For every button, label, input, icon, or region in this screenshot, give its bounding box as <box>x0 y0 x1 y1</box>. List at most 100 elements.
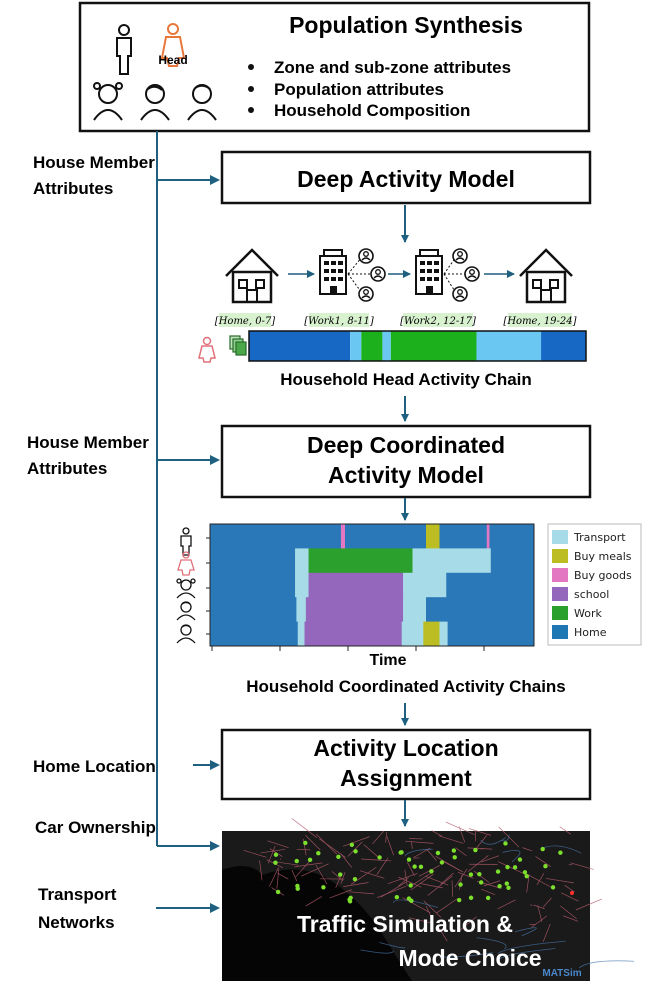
legend-label-buy-goods: Buy goods <box>574 569 632 582</box>
cell-child-2-home-0 <box>210 597 297 622</box>
cell-child-3-home-0 <box>210 621 299 647</box>
legend-swatch-work <box>552 606 568 620</box>
home-house-icon-2 <box>518 248 574 304</box>
deep-coordinated-title-line1: Deep Coordinated <box>307 432 505 458</box>
household-head-icon <box>160 23 186 67</box>
child3-row-icon <box>176 624 196 644</box>
legend-swatch-transport <box>552 530 568 544</box>
legend-swatch-school <box>552 587 568 601</box>
cell-child-1-home-0 <box>210 572 296 598</box>
cell-child-1-school-2 <box>308 572 404 598</box>
stage-label-work2: [Work2, 12-17] <box>400 316 476 327</box>
coordinated-chain-caption: Household Coordinated Activity Chains <box>246 677 566 696</box>
legend-swatch-home <box>552 625 568 639</box>
legend-swatch-buy-goods <box>552 568 568 582</box>
legend-label-work: Work <box>574 607 602 620</box>
transport-networks-line1: Transport <box>38 885 117 904</box>
heatmap-frame <box>209 523 535 647</box>
head-bar-segment-transport-3 <box>382 331 391 361</box>
traffic-title-line1: Traffic Simulation & <box>297 911 513 937</box>
car-ownership-label: Car Ownership <box>35 818 156 837</box>
head-bar-segment-transport-5 <box>476 331 542 361</box>
cell-head-home-5 <box>490 548 535 574</box>
child2-row-icon <box>176 601 196 621</box>
legend-label-school: school <box>574 588 609 601</box>
house-member-attrs-2-line1: House Member <box>27 433 149 452</box>
cell-head-work-2 <box>308 548 326 574</box>
head-bar-segment-home-0 <box>249 331 351 361</box>
cell-child-1-transport-1 <box>295 572 309 598</box>
member-icons <box>176 527 196 644</box>
house-member-attrs-1-line2: Attributes <box>33 179 113 198</box>
cell-child-3-transport-3 <box>401 621 424 647</box>
cell-child-2-home-4 <box>426 597 535 622</box>
cell-father-home-2 <box>345 524 427 549</box>
traffic-simulation-map <box>222 818 635 981</box>
head-bar-segment-home-6 <box>541 331 586 361</box>
location-assignment-line1: Activity Location <box>313 735 498 761</box>
father-row-icon <box>180 527 192 556</box>
heatmap-y-ticks <box>206 537 210 635</box>
heatmap-xlabel: Time <box>369 652 406 669</box>
cell-father-buy-goods-5 <box>486 524 490 549</box>
house-member-attrs-1-line1: House Member <box>33 153 155 172</box>
stage-label-home-end: [Home, 19-24] <box>503 316 576 327</box>
deep-activity-model-title: Deep Activity Model <box>297 166 515 192</box>
deep-coordinated-model-box <box>220 424 592 499</box>
child-boy-2-icon <box>187 84 217 121</box>
home-house-icon <box>224 248 280 304</box>
transport-networks-line2: Networks <box>38 913 115 932</box>
cell-head-home-0 <box>210 548 296 574</box>
cell-father-buy-goods-1 <box>340 524 346 549</box>
bullet-population-attributes: Population attributes <box>274 80 444 99</box>
work2-building-icon <box>415 249 443 295</box>
cell-child-1-transport-3 <box>403 572 447 598</box>
traffic-title-line2: Mode Choice <box>398 945 541 971</box>
work1-building-icon <box>319 249 347 295</box>
cell-child-2-transport-1 <box>296 597 307 622</box>
cell-child-1-home-4 <box>446 572 535 598</box>
cell-father-home-4 <box>439 524 488 549</box>
coordinated-heatmap <box>210 524 535 647</box>
cell-child-3-transport-1 <box>297 621 305 647</box>
work1-persons-icon <box>347 248 386 302</box>
head-activity-bar <box>248 330 587 362</box>
head-row-icon <box>177 551 195 576</box>
bullet-zone-attributes: Zone and sub-zone attributes <box>274 58 511 77</box>
cell-child-3-home-6 <box>447 621 535 647</box>
layers-icon <box>229 335 247 356</box>
child-boy-icon <box>140 84 170 121</box>
head-label: Head <box>158 53 187 67</box>
cell-child-2-transport-3 <box>403 597 427 622</box>
legend-label-home: Home <box>574 626 607 639</box>
head-bar-segment-work-4 <box>390 331 477 361</box>
location-assignment-box <box>220 728 592 801</box>
child-girl-icon <box>93 82 123 121</box>
cell-head-work-3 <box>324 548 413 574</box>
matsim-logo: MATSim <box>542 968 581 979</box>
home-location-label: Home Location <box>33 757 156 776</box>
stage-labels: [Home, 0-7] [Work1, 8-11] [Work2, 12-17]… <box>215 313 577 327</box>
population-synthesis-box <box>78 1 591 133</box>
cell-child-2-school-2 <box>305 597 404 622</box>
legend-label-buy-meals: Buy meals <box>574 550 632 563</box>
father-figure-icon <box>116 24 132 75</box>
cell-father-home-0 <box>210 524 342 549</box>
head-chain-caption: Household Head Activity Chain <box>280 370 532 389</box>
cell-father-home-6 <box>489 524 535 549</box>
bullet-household-composition: Household Composition <box>274 101 470 120</box>
cell-father-buy-meals-3 <box>426 524 440 549</box>
population-synthesis-title: Population Synthesis <box>289 12 523 38</box>
legend-swatch-buy-meals <box>552 549 568 563</box>
legend-label-transport: Transport <box>573 531 626 544</box>
cell-child-3-school-2 <box>304 621 403 647</box>
stage-label-home-start: [Home, 0-7] <box>215 316 276 327</box>
deep-activity-model-box <box>220 150 592 205</box>
cell-head-transport-1 <box>295 548 309 574</box>
deep-coordinated-title-line2: Activity Model <box>328 462 484 488</box>
cell-child-3-buy-meals-4 <box>423 621 440 647</box>
house-member-attrs-2-line2: Attributes <box>27 459 107 478</box>
population-bullets: Zone and sub-zone attributes Population … <box>248 58 511 120</box>
cell-head-transport-4 <box>412 548 492 574</box>
